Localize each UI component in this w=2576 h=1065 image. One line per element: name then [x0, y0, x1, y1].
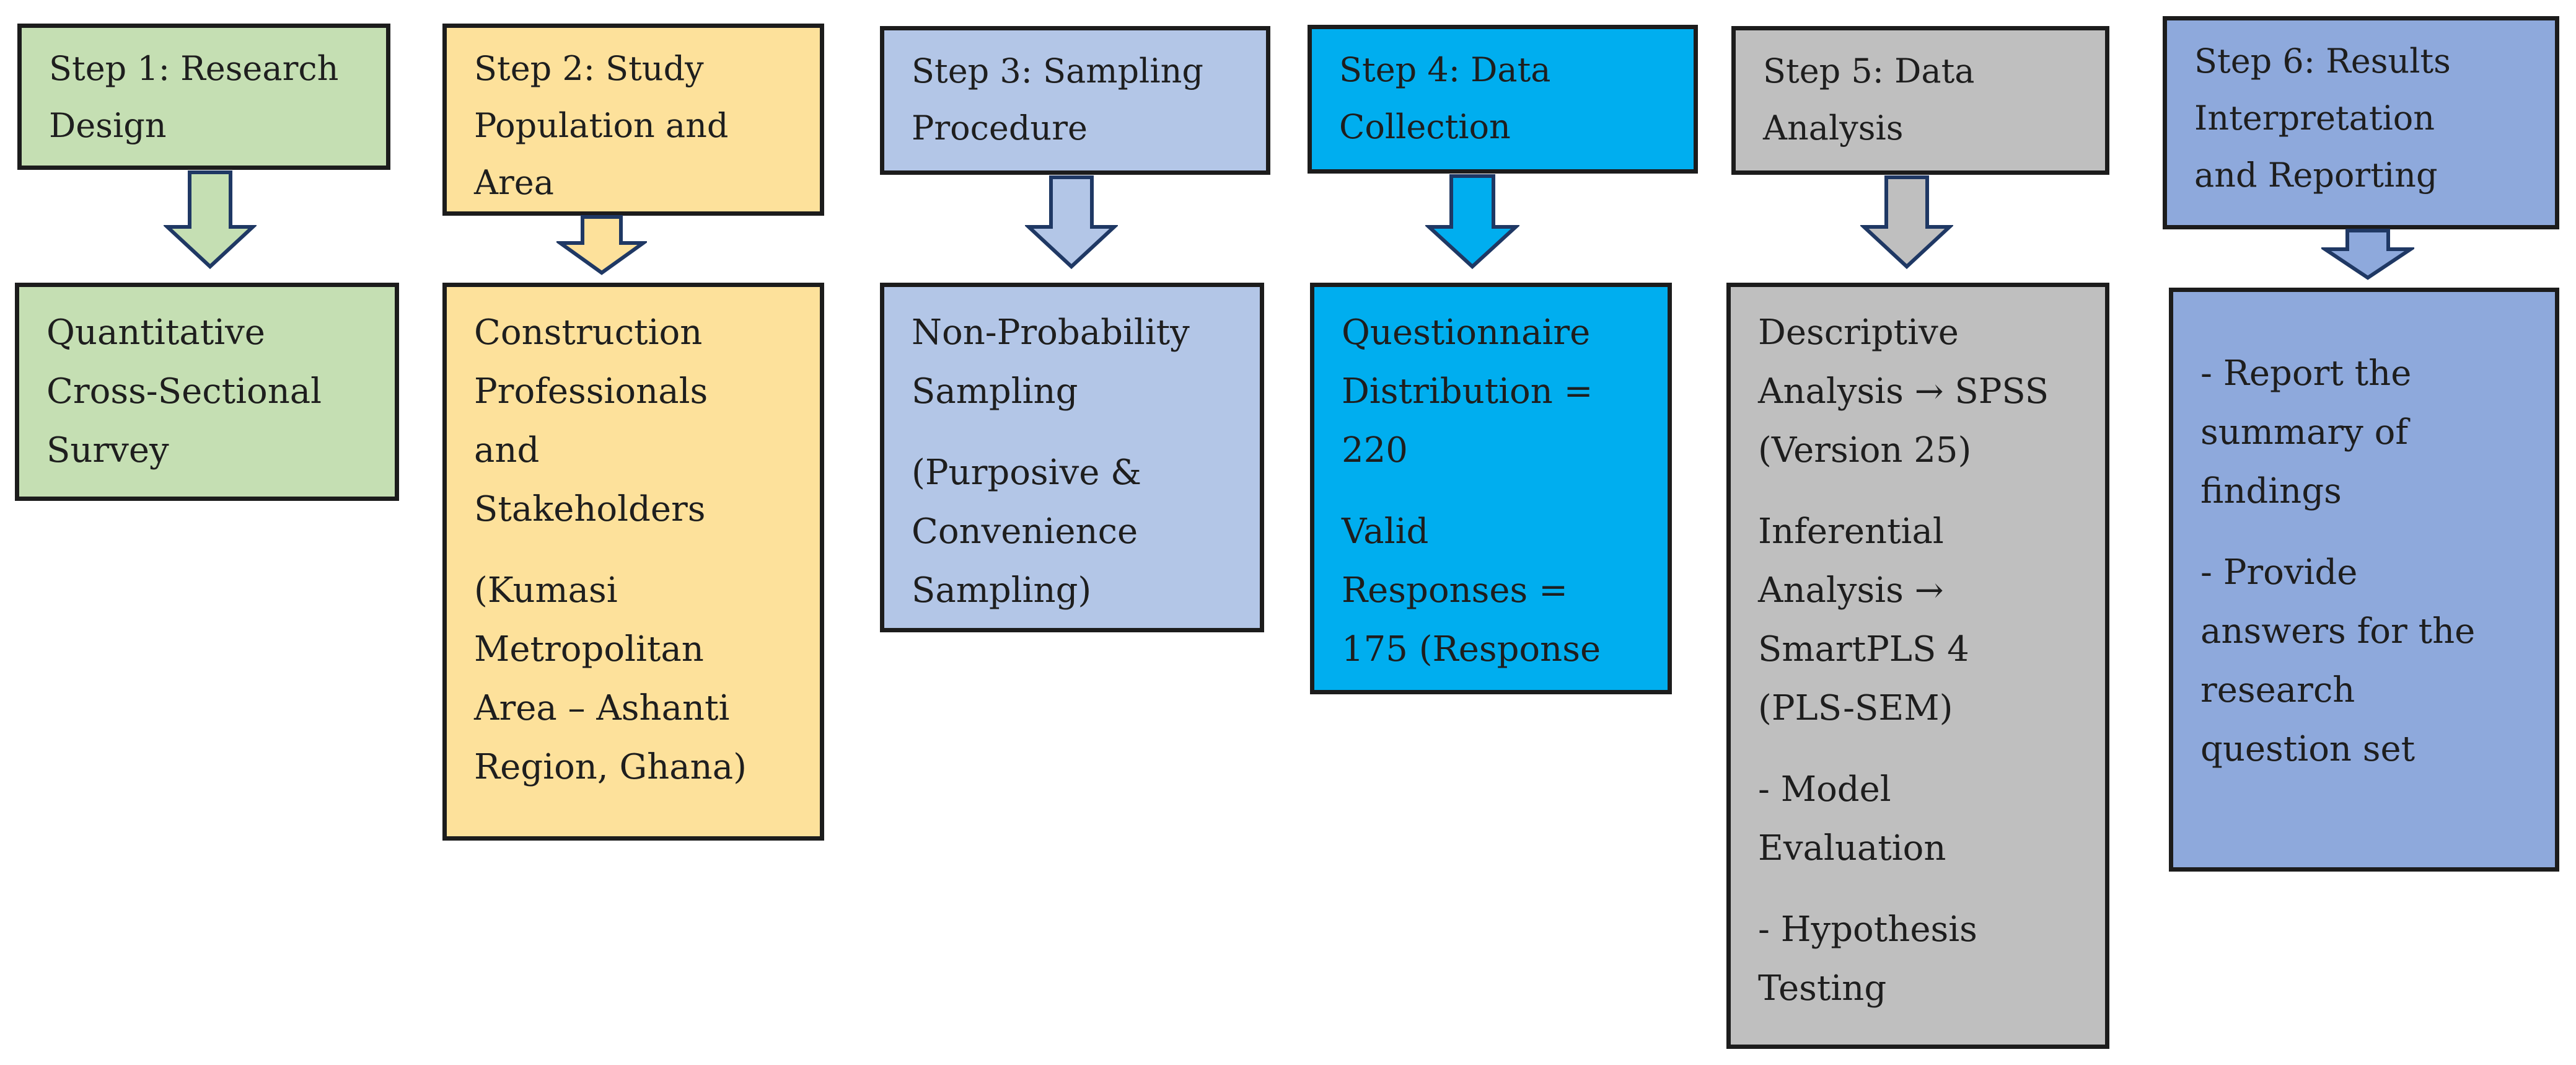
step-2-title-line: Population and	[474, 106, 729, 145]
step-5-content-line: Analysis → SPSS	[1758, 371, 2049, 412]
step-4-title-line: Collection	[1339, 107, 1511, 146]
step-3-content: Non-Probability Sampling (Purposive & Co…	[880, 283, 1264, 632]
step-3-content-line: Non-Probability	[912, 312, 1190, 353]
step-5-content-line: - Model	[1758, 769, 1891, 810]
step-6-content-line: summary of	[2200, 412, 2409, 453]
step-4-header: Step 4: Data Collection	[1308, 25, 1698, 174]
step-2-content-line: (Kumasi	[474, 570, 618, 611]
step-4-content-line: Questionnaire	[1342, 312, 1591, 353]
step-2-header: Step 2: Study Population and Area	[442, 24, 824, 216]
step-4-content-line: Responses =	[1342, 570, 1568, 611]
step-4-content-line: Distribution =	[1342, 371, 1593, 412]
step-6-down-arrow	[2321, 229, 2414, 280]
step-3-title-line: Step 3: Sampling	[912, 51, 1203, 91]
step-1-content: Quantitative Cross-Sectional Survey	[15, 283, 399, 501]
step-3-down-arrow	[1025, 175, 1118, 270]
step-6-content-line: research	[2200, 670, 2355, 710]
step-5-content-line: - Hypothesis	[1758, 909, 1977, 950]
step-5-down-arrow	[1860, 175, 1953, 270]
step-5-content-line: Evaluation	[1758, 828, 1946, 868]
step-2-content-line: Professionals	[474, 371, 708, 412]
step-5-content-line: Testing	[1758, 968, 1887, 1009]
step-2-down-arrow	[556, 215, 647, 275]
step-4-content-line: Valid	[1342, 511, 1429, 552]
step-5-header: Step 5: Data Analysis	[1731, 26, 2109, 175]
step-2-content-line: Region, Ghana)	[474, 747, 747, 787]
step-1-content-line: Quantitative	[46, 312, 265, 353]
step-1-content-line: Survey	[46, 430, 169, 471]
step-4-content-line: 175 (Response	[1342, 629, 1601, 669]
step-3-content-line: Convenience	[912, 511, 1138, 552]
step-2-title-line: Area	[474, 163, 554, 202]
step-6-content-line: findings	[2200, 471, 2342, 511]
step-5-content-line: SmartPLS 4	[1758, 629, 1969, 669]
step-3-title-line: Procedure	[912, 108, 1088, 148]
step-2-title-line: Step 2: Study	[474, 49, 704, 88]
step-4-down-arrow	[1425, 174, 1519, 270]
step-1-content-line: Cross-Sectional	[46, 371, 322, 412]
step-1-title-line: Design	[49, 106, 167, 145]
step-6-title-line: Interpretation	[2194, 99, 2435, 138]
step-1-down-arrow	[164, 170, 257, 270]
step-5-title-line: Analysis	[1763, 108, 1904, 148]
step-6-content-line: answers for the	[2200, 611, 2476, 652]
step-5-content-line: Inferential	[1758, 511, 1944, 552]
step-6-title-line: and Reporting	[2194, 156, 2438, 195]
step-3-content-line: (Purposive &	[912, 453, 1141, 493]
step-1-header: Step 1: Research Design	[17, 24, 390, 170]
step-2-content-line: Stakeholders	[474, 489, 706, 529]
step-4-content: Questionnaire Distribution = 220 Valid R…	[1310, 283, 1672, 694]
step-5-content-line: (PLS-SEM)	[1758, 688, 1953, 728]
step-3-content-line: Sampling	[912, 371, 1078, 412]
step-5-content: Descriptive Analysis → SPSS (Version 25)…	[1726, 283, 2109, 1049]
step-2-content-line: Area – Ashanti	[474, 688, 730, 728]
step-6-content: - Report the summary of findings - Provi…	[2169, 288, 2559, 872]
step-5-content-line: (Version 25)	[1758, 430, 1972, 471]
step-2-content: Construction Professionals and Stakehold…	[442, 283, 824, 841]
step-6-header: Step 6: Results Interpretation and Repor…	[2163, 16, 2559, 229]
step-6-title-line: Step 6: Results	[2194, 42, 2451, 81]
step-1-title-line: Step 1: Research	[49, 49, 339, 88]
step-2-content-line: Metropolitan	[474, 629, 704, 669]
step-6-content-line: - Provide	[2200, 552, 2358, 593]
step-2-content-line: Construction	[474, 312, 703, 353]
step-5-content-line: Descriptive	[1758, 312, 1959, 353]
step-6-content-line: question set	[2200, 729, 2416, 769]
step-5-title-line: Step 5: Data	[1763, 51, 1975, 91]
step-5-content-line: Analysis →	[1758, 570, 1944, 611]
step-4-title-line: Step 4: Data	[1339, 50, 1551, 89]
step-2-content-line: and	[474, 430, 540, 471]
step-6-content-line: - Report the	[2200, 353, 2412, 394]
step-3-header: Step 3: Sampling Procedure	[880, 26, 1270, 175]
step-4-content-line: 220	[1342, 430, 1408, 471]
step-3-content-line: Sampling)	[912, 570, 1092, 611]
